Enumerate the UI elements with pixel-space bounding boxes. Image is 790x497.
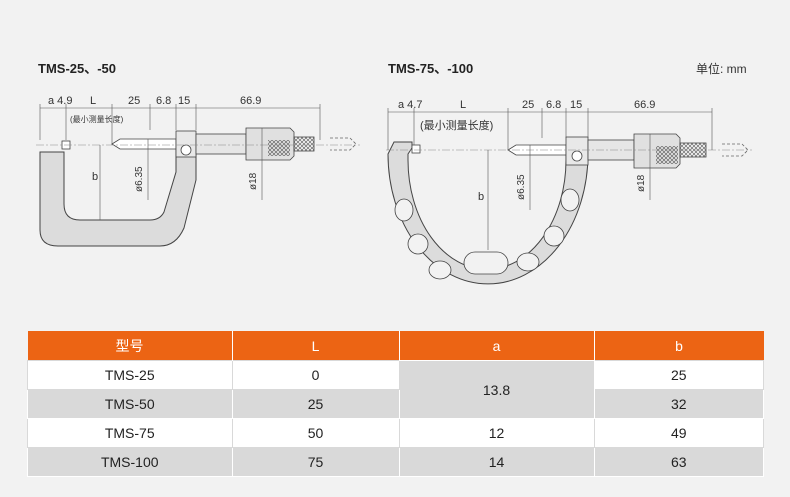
- cell-b: 32: [593, 389, 764, 419]
- spec-table: 型号 L a b TMS-25 0 13.8 25 TMS-50 25 32 T…: [27, 331, 764, 477]
- cell-a: 13.8: [398, 360, 595, 419]
- table-row: TMS-100 75 14 63: [27, 447, 764, 477]
- cell-model: TMS-100: [27, 447, 233, 477]
- right-dim-b: b: [478, 191, 484, 203]
- right-micrometer: a 4.7 L 25 6.8 15 66.9 (最小测量长度) b ø6.35 …: [386, 99, 752, 285]
- right-dim-L: L: [460, 99, 466, 111]
- left-dim-6-8: 6.8: [156, 95, 171, 107]
- header-b: b: [594, 331, 764, 361]
- spec-table-header: 型号 L a b: [27, 331, 764, 361]
- cell-model: TMS-75: [27, 418, 233, 448]
- left-model-title: TMS-25、-50: [38, 61, 117, 76]
- left-dim-note: (最小测量长度): [70, 114, 124, 124]
- right-dim-phi18: ø18: [636, 174, 647, 192]
- left-dim-b: b: [92, 171, 98, 183]
- cell-model: TMS-25: [27, 360, 233, 390]
- right-anvil: [411, 144, 421, 154]
- header-model: 型号: [27, 331, 233, 361]
- micrometer-drawings: a 4.9 L 25 6.8 15 66.9 (最小测量长度) b ø6.35 …: [36, 95, 752, 285]
- left-micrometer: a 4.9 L 25 6.8 15 66.9 (最小测量长度) b ø6.35 …: [36, 95, 360, 247]
- left-dim-15: 15: [178, 95, 190, 107]
- table-row: TMS-75 50 12 49: [27, 418, 764, 448]
- right-dim-6-8: 6.8: [546, 99, 561, 111]
- right-dim-note: (最小测量长度): [420, 118, 493, 132]
- left-dim-25: 25: [128, 95, 140, 107]
- cell-b: 63: [593, 447, 764, 477]
- right-frame-holes: [394, 188, 580, 280]
- right-dim-a: a 4.7: [398, 99, 422, 111]
- right-dim-66-9: 66.9: [634, 99, 655, 111]
- cell-model: TMS-50: [27, 389, 233, 419]
- header-a: a: [399, 331, 595, 361]
- unit-label: 单位: mm: [696, 62, 747, 76]
- left-dim-L: L: [90, 95, 96, 107]
- left-spindle: [111, 138, 177, 150]
- right-model-title: TMS-75、-100: [388, 61, 474, 76]
- cell-L: 25: [231, 389, 400, 419]
- left-ratchet: [293, 136, 315, 152]
- cell-L: 50: [231, 418, 400, 448]
- left-dim-phi6-35: ø6.35: [134, 166, 145, 192]
- right-lock-icon: [571, 150, 583, 162]
- right-dim-15: 15: [570, 99, 582, 111]
- table-row: TMS-25 0 13.8 25: [27, 360, 764, 419]
- right-dim-25: 25: [522, 99, 534, 111]
- cell-b: 25: [593, 360, 764, 390]
- left-dim-phi18: ø18: [248, 172, 259, 190]
- table-row: TMS-50 25 32: [27, 389, 764, 419]
- cell-a: 14: [398, 447, 595, 477]
- left-frame: [39, 147, 197, 247]
- cell-a: 12: [398, 418, 595, 448]
- right-dim-phi6-35: ø6.35: [516, 174, 527, 200]
- cell-L: 75: [231, 447, 400, 477]
- left-dim-a: a 4.9: [48, 95, 72, 107]
- left-dim-66-9: 66.9: [240, 95, 261, 107]
- cell-L: 0: [231, 360, 400, 390]
- cell-b: 49: [593, 418, 764, 448]
- header-L: L: [232, 331, 400, 361]
- left-lock-icon: [180, 144, 192, 156]
